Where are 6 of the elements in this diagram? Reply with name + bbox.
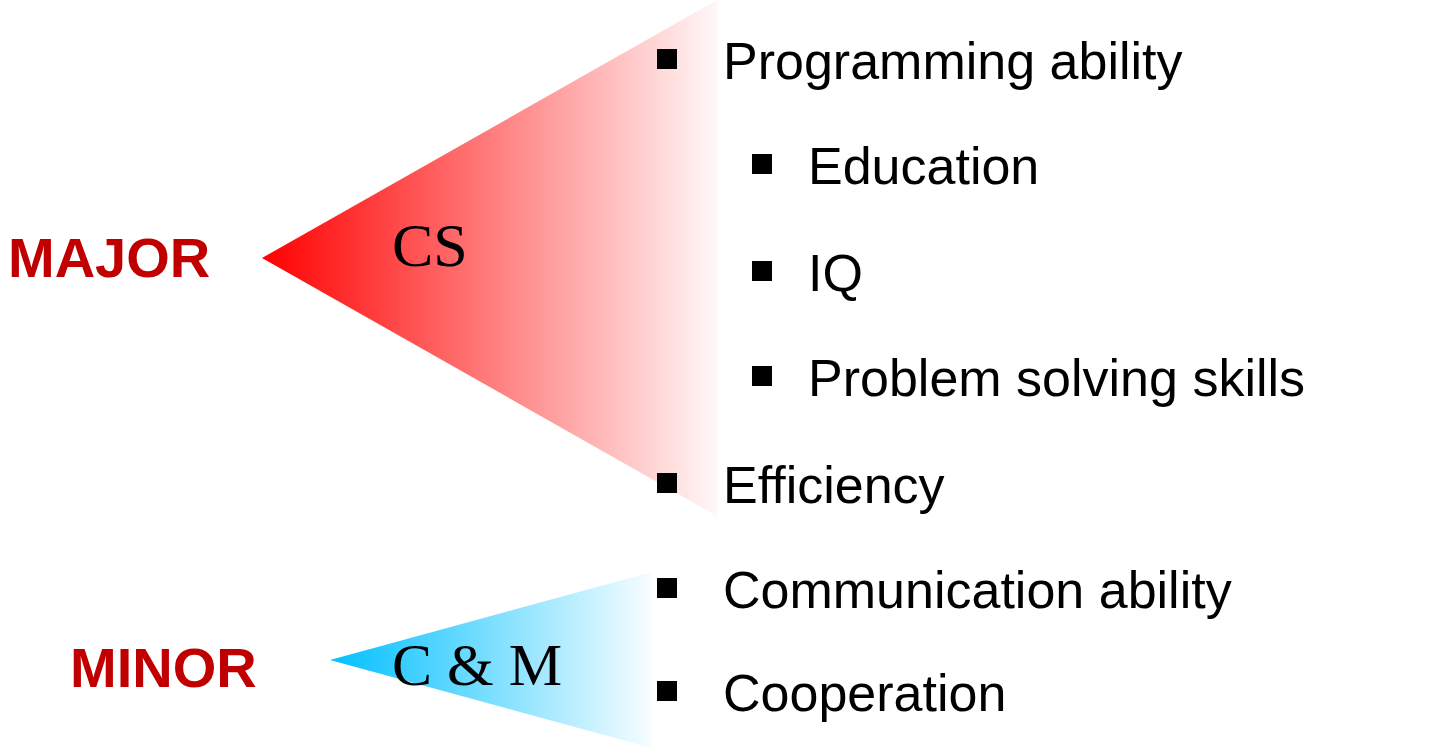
wedge-label: CS	[392, 214, 468, 276]
category-label: MINOR	[70, 640, 257, 696]
list-item: IQ	[808, 247, 863, 299]
wedge-label: C & M	[392, 635, 563, 695]
list-item: Education	[808, 140, 1040, 192]
category-label: MAJOR	[8, 230, 211, 286]
